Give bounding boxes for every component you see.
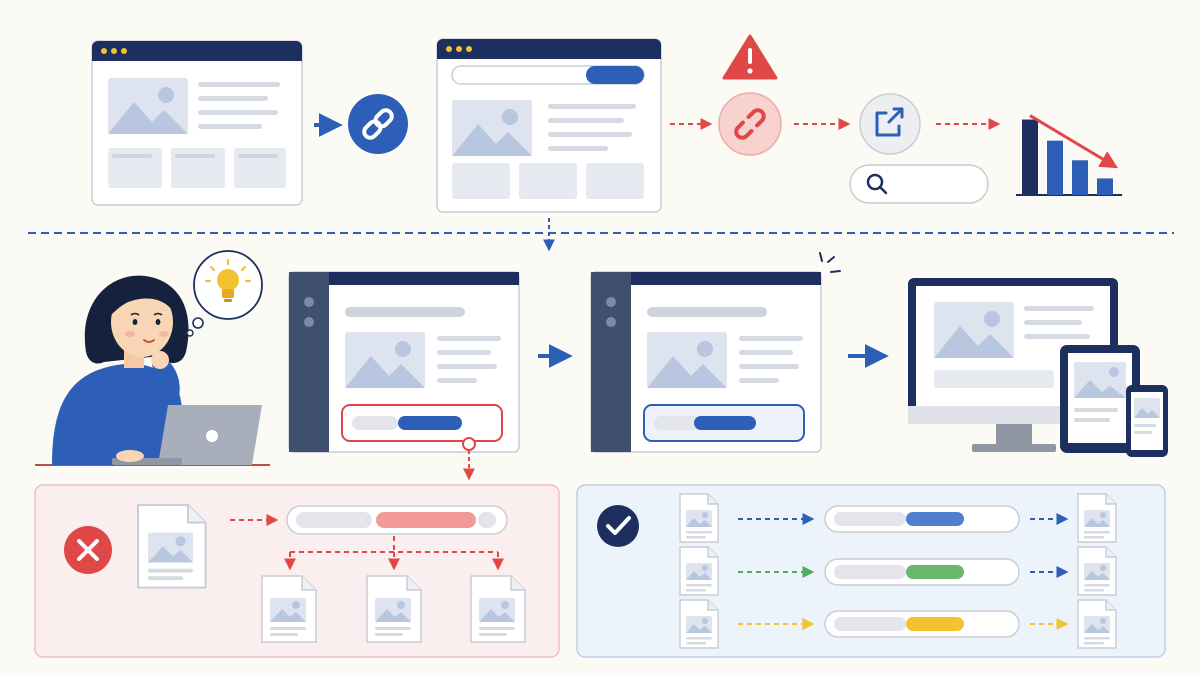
document-icon <box>470 575 526 643</box>
trend-down-arrow <box>1029 114 1119 169</box>
broken-link-icon <box>718 92 782 156</box>
bad-link-bar <box>286 505 508 535</box>
chart-bar-3 <box>1072 160 1088 195</box>
warning-icon <box>722 34 778 80</box>
success-panel <box>576 484 1166 658</box>
search-bar <box>849 164 989 204</box>
responsive-devices <box>908 278 1168 457</box>
document-icon <box>261 575 317 643</box>
app-window-fixed <box>590 252 841 453</box>
check-circle-icon <box>597 505 639 547</box>
document-icon <box>1077 546 1117 596</box>
document-icon <box>1077 599 1117 649</box>
document-icon <box>679 599 719 649</box>
document-icon <box>1077 493 1117 543</box>
app-window-broken <box>288 271 520 453</box>
document-icon <box>679 546 719 596</box>
x-circle-icon <box>64 526 112 574</box>
browser-window-original <box>91 40 303 206</box>
browser-window-search <box>436 38 662 213</box>
error-panel <box>34 484 560 658</box>
link-icon <box>348 94 408 154</box>
document-icon <box>366 575 422 643</box>
chart-bar-1 <box>1022 119 1038 195</box>
search-icon <box>866 173 888 195</box>
external-link-icon <box>859 93 921 155</box>
chart-bar-4 <box>1097 178 1113 195</box>
branch-connector <box>284 536 504 571</box>
document-icon <box>137 504 207 589</box>
document-icon <box>679 493 719 543</box>
lightbulb-icon <box>186 250 263 337</box>
person-illustration <box>35 275 270 466</box>
chart-bar-2 <box>1047 140 1063 195</box>
declining-traffic-chart <box>1016 114 1122 196</box>
